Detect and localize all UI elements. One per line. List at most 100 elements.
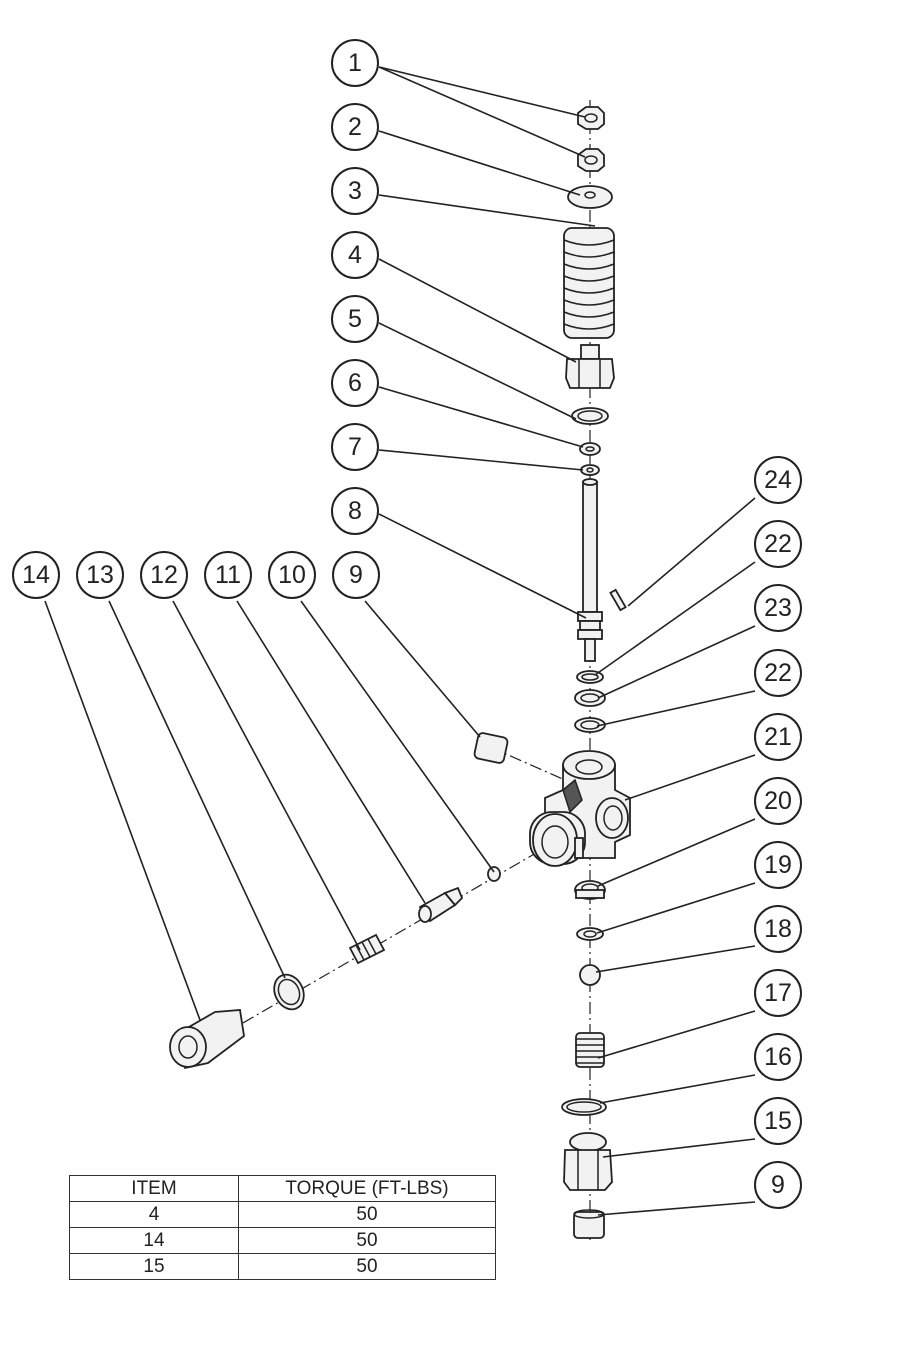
callout-group: 1234567891011121314242223222120191817161… — [12, 39, 802, 1209]
callout-label: 6 — [348, 369, 362, 397]
part-fitting-15 — [563, 1132, 613, 1191]
table-row: 15 50 — [69, 1253, 496, 1280]
callout-16: 16 — [754, 1033, 802, 1081]
part-valve-body — [529, 750, 631, 867]
callout-circle — [331, 359, 379, 407]
callout-circle — [754, 1161, 802, 1209]
part-o-ring-13 — [273, 973, 305, 1011]
part-spring-small-horizontal — [348, 933, 386, 965]
callout-circle — [76, 551, 124, 599]
callout-label: 11 — [215, 561, 241, 589]
table-row: 4 50 — [69, 1201, 496, 1228]
callout-label: 8 — [348, 497, 362, 525]
callout-circle — [754, 1097, 802, 1145]
part-pin — [609, 588, 627, 612]
callout-circle — [754, 777, 802, 825]
callout-15: 15 — [754, 1097, 802, 1145]
callout-label: 22 — [764, 659, 792, 687]
callout-10: 10 — [268, 551, 316, 599]
callout-4: 4 — [331, 231, 379, 279]
table-cell-torque: 50 — [238, 1227, 496, 1254]
part-washer-7 — [580, 464, 600, 476]
callout-label: 3 — [348, 177, 362, 205]
callout-label: 14 — [22, 561, 50, 589]
port-assembly-axis — [489, 746, 566, 781]
callout-19: 19 — [754, 841, 802, 889]
leader-lines — [44, 66, 756, 1216]
callout-21: 21 — [754, 713, 802, 761]
table-cell-item: 14 — [69, 1227, 239, 1254]
table-cell-torque: 50 — [238, 1201, 496, 1228]
callout-23: 23 — [754, 584, 802, 632]
callout-circle — [12, 551, 60, 599]
callout-11: 11 — [204, 551, 252, 599]
callout-circle — [331, 423, 379, 471]
callout-label: 9 — [349, 561, 363, 589]
callout-label: 23 — [764, 594, 792, 622]
callout-label: 4 — [348, 241, 362, 269]
callout-circle — [754, 520, 802, 568]
callout-label: 20 — [764, 787, 792, 815]
callout-7: 7 — [331, 423, 379, 471]
callout-label: 15 — [764, 1107, 792, 1135]
part-washer — [567, 185, 613, 209]
callout-14: 14 — [12, 551, 60, 599]
callout-circle — [754, 841, 802, 889]
callout-label: 22 — [764, 530, 792, 558]
callout-circle — [331, 167, 379, 215]
table-cell-torque: 50 — [238, 1253, 496, 1280]
callout-circle — [140, 551, 188, 599]
part-plug-9-lower — [573, 1209, 605, 1239]
part-washer-6 — [579, 442, 601, 456]
table-cell-item: 4 — [69, 1201, 239, 1228]
part-o-ring-10 — [487, 866, 501, 882]
callout-label: 9 — [771, 1171, 785, 1199]
callout-circle — [331, 103, 379, 151]
table-cell-item: 15 — [69, 1253, 239, 1280]
callout-label: 17 — [764, 979, 792, 1007]
callout-3: 3 — [331, 167, 379, 215]
part-spring-small-vertical — [575, 1032, 605, 1068]
callout-circle — [331, 487, 379, 535]
part-poppet — [418, 886, 464, 923]
callout-6: 6 — [331, 359, 379, 407]
callout-1: 1 — [331, 39, 379, 87]
callout-9: 9 — [332, 551, 380, 599]
callout-circle — [331, 295, 379, 343]
callout-circle — [754, 969, 802, 1017]
part-piston-stem — [577, 478, 603, 662]
part-adjusting-body — [565, 344, 615, 389]
callout-13: 13 — [76, 551, 124, 599]
part-plug-9-upper — [473, 732, 509, 764]
callout-label: 21 — [764, 723, 792, 751]
callout-24: 24 — [754, 456, 802, 504]
callout-22: 22 — [754, 649, 802, 697]
callout-circle — [332, 551, 380, 599]
torque-table-header-item: ITEM — [69, 1175, 239, 1202]
callout-circle — [331, 231, 379, 279]
callout-circle — [754, 905, 802, 953]
torque-table: ITEM TORQUE (FT-LBS) 4 50 14 50 15 50 — [69, 1175, 496, 1280]
callout-circle — [754, 713, 802, 761]
callout-8: 8 — [331, 487, 379, 535]
callout-label: 2 — [348, 113, 362, 141]
callout-17: 17 — [754, 969, 802, 1017]
callout-20: 20 — [754, 777, 802, 825]
callout-label: 7 — [348, 433, 362, 461]
callout-circle — [204, 551, 252, 599]
part-seat — [574, 880, 606, 900]
part-ball — [579, 964, 601, 986]
callout-label: 19 — [764, 851, 792, 879]
callout-label: 5 — [348, 305, 362, 333]
callout-22: 22 — [754, 520, 802, 568]
callout-18: 18 — [754, 905, 802, 953]
part-backup-ring-23 — [574, 689, 606, 707]
callout-label: 24 — [764, 466, 792, 494]
part-nut-top — [577, 106, 605, 130]
callout-circle — [754, 456, 802, 504]
callout-circle — [754, 1033, 802, 1081]
table-row: 14 50 — [69, 1227, 496, 1254]
callout-circle — [268, 551, 316, 599]
callout-label: 1 — [348, 49, 362, 77]
